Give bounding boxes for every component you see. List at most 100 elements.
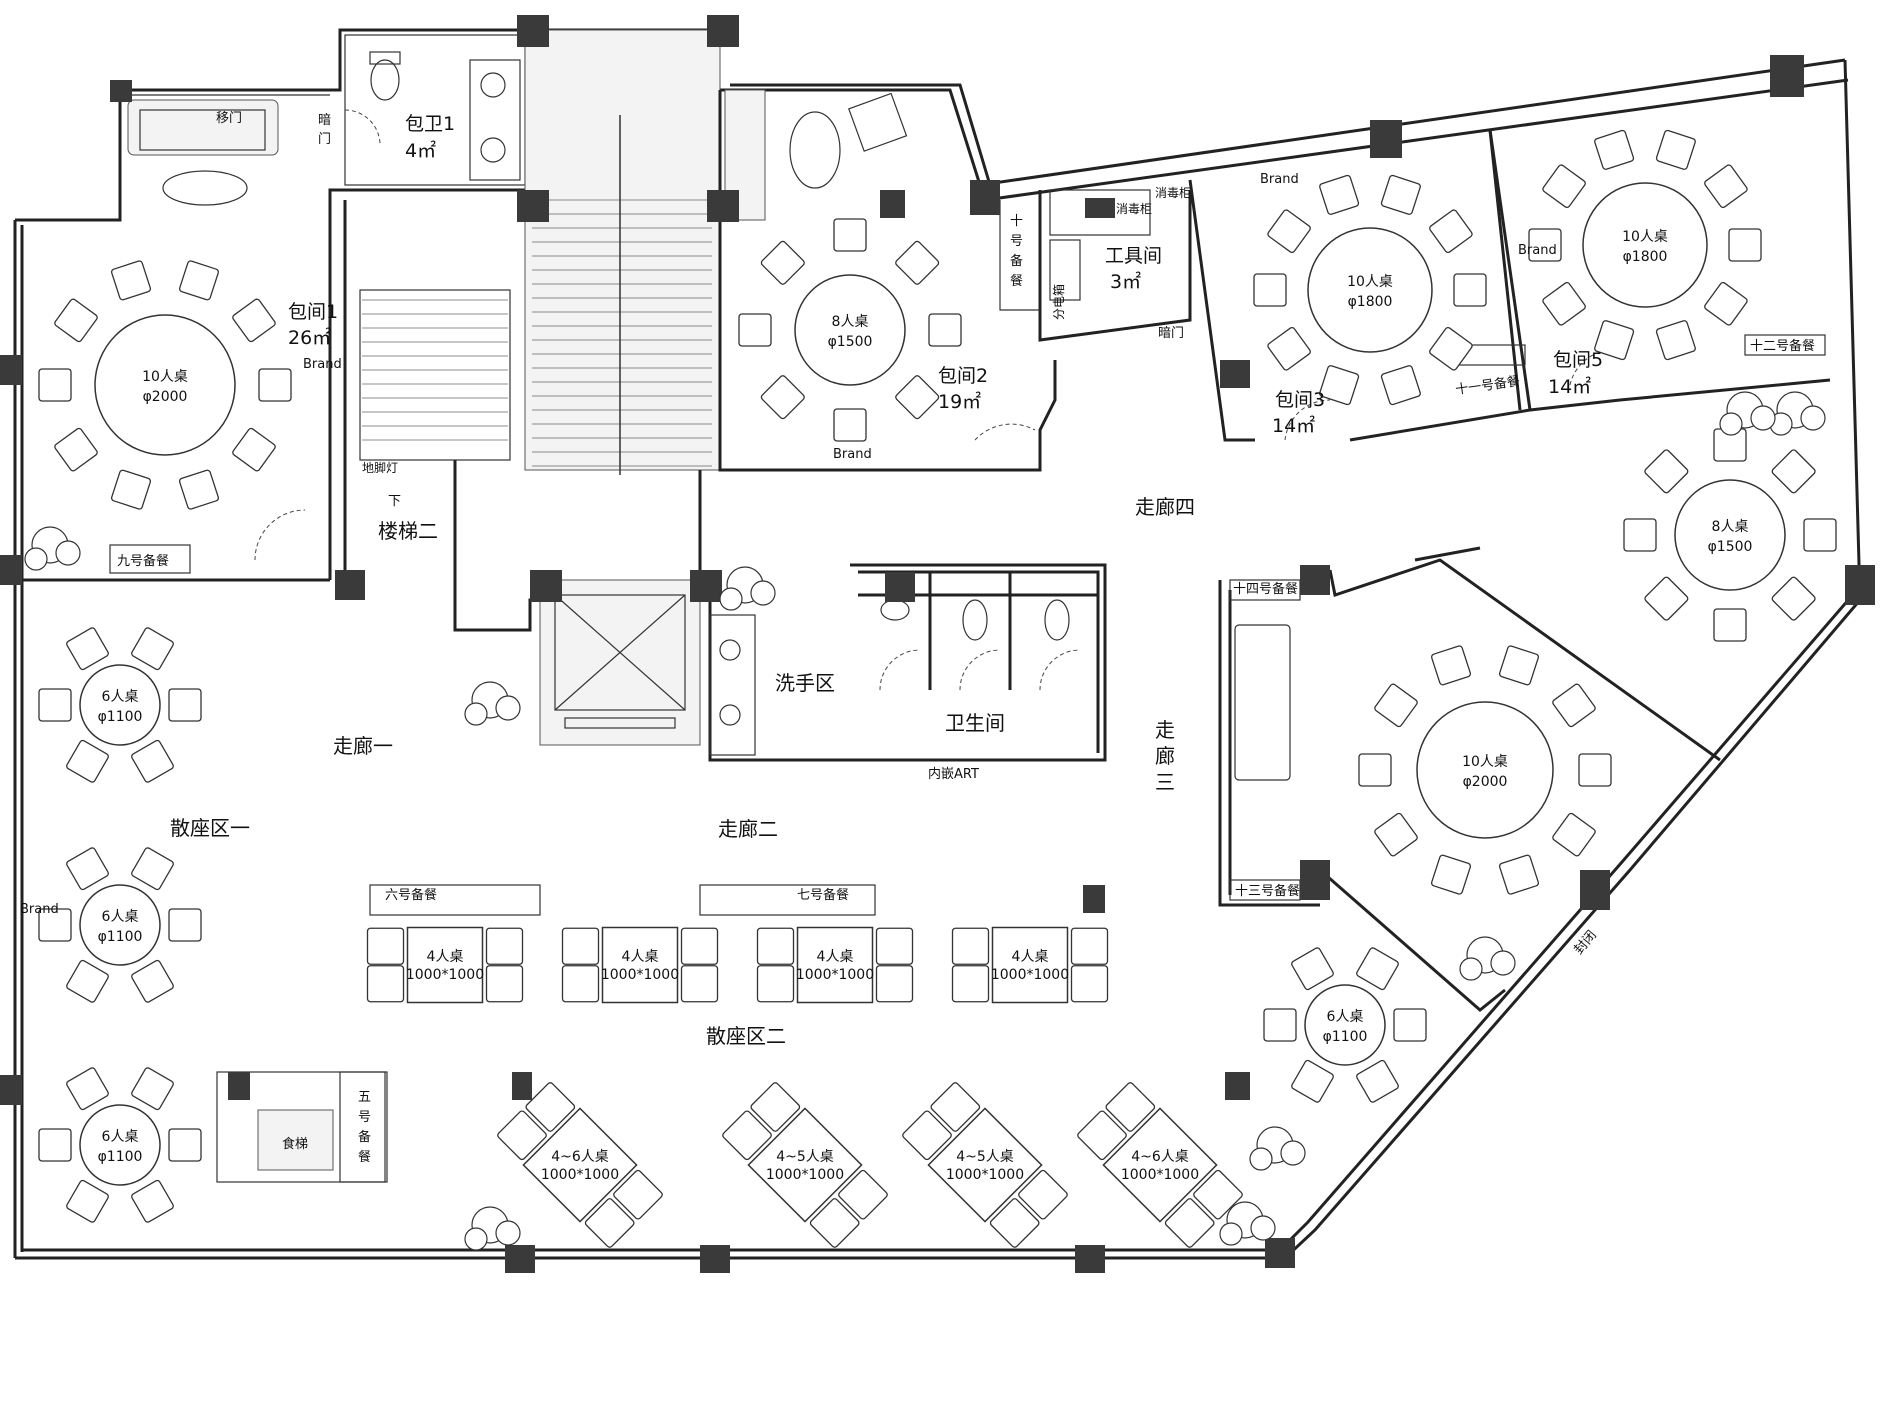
station-10-char-4: 餐 xyxy=(1010,273,1023,289)
station-7-label: 七号备餐 xyxy=(797,887,849,903)
chair xyxy=(258,368,292,402)
chair xyxy=(66,847,109,891)
table-top xyxy=(1674,479,1786,591)
chair xyxy=(833,218,867,252)
room-3-name: 包间3 xyxy=(1275,389,1325,411)
seating-area-1-label: 散座区一 xyxy=(170,816,250,840)
table-label: 6人桌 xyxy=(102,909,139,925)
chair xyxy=(485,927,524,965)
station-9-label: 九号备餐 xyxy=(117,553,169,569)
table-label: 8人桌 xyxy=(832,314,869,330)
chair xyxy=(1374,812,1418,857)
table-label: 4人桌 xyxy=(622,949,659,965)
chair xyxy=(1713,608,1747,642)
plants xyxy=(24,391,1826,1251)
chair xyxy=(1655,129,1696,170)
chair xyxy=(38,688,72,722)
column xyxy=(1770,55,1804,97)
table-top xyxy=(747,1107,863,1223)
tool-room-area: 3㎡ xyxy=(1110,270,1141,293)
plant xyxy=(1459,936,1516,981)
dumbwaiter-label: 食梯 xyxy=(282,1136,308,1152)
column xyxy=(1300,565,1330,595)
chair xyxy=(366,927,405,965)
room-1 xyxy=(15,94,525,582)
table-size: 1000*1000 xyxy=(991,967,1069,983)
chair xyxy=(66,739,109,783)
chair xyxy=(232,427,276,472)
chair xyxy=(875,965,914,1003)
chair xyxy=(168,908,202,942)
chair xyxy=(561,927,600,965)
table-label: 4~6人桌 xyxy=(551,1149,609,1165)
column xyxy=(1265,1238,1295,1268)
elevator xyxy=(539,579,701,746)
chair xyxy=(1655,320,1696,361)
column xyxy=(1083,885,1105,913)
corridor-4-label: 走廊四 xyxy=(1135,495,1195,519)
chair xyxy=(1542,281,1586,326)
column xyxy=(110,80,132,102)
chair xyxy=(680,927,719,965)
chair xyxy=(110,260,152,301)
table-top xyxy=(1307,227,1433,353)
table-top xyxy=(94,314,236,456)
hidden-door-label: 暗门 xyxy=(1158,326,1184,341)
chair xyxy=(1105,1082,1156,1132)
chair xyxy=(1193,1169,1243,1220)
chair xyxy=(1578,753,1612,787)
table-top xyxy=(794,274,906,386)
chair xyxy=(131,627,174,671)
brand-label-room5: Brand xyxy=(1518,243,1557,258)
labels: 包间1 26㎡ 包卫1 4㎡ 包间2 19㎡ 工具间 3㎡ 包间3 14㎡ 包间… xyxy=(20,111,1815,1165)
table-size: φ2000 xyxy=(143,389,188,405)
station-5-char-1: 五 xyxy=(358,1090,371,1105)
chair xyxy=(1358,753,1392,787)
chair xyxy=(1380,365,1421,406)
station-12-label: 十二号备餐 xyxy=(1750,338,1815,354)
chair xyxy=(168,1128,202,1162)
room-2-area: 19㎡ xyxy=(938,390,981,413)
column xyxy=(0,355,22,385)
hidden-door-char-1: 暗 xyxy=(318,113,331,128)
corridor-3-char-3: 三 xyxy=(1155,770,1175,794)
inlay-art-label: 内嵌ART xyxy=(928,766,979,782)
station-11-label: 十一号备餐 xyxy=(1454,373,1521,398)
room-1-name: 包间1 xyxy=(288,301,338,323)
stair-2-label: 楼梯二 xyxy=(378,519,438,543)
station-10-char-1: 十 xyxy=(1010,214,1023,229)
square-table xyxy=(951,926,1109,1004)
chair xyxy=(951,965,990,1003)
private-bathroom-1 xyxy=(344,34,526,186)
chair xyxy=(1319,365,1360,406)
table-label: 8人桌 xyxy=(1712,519,1749,535)
table-size: φ1100 xyxy=(98,929,143,945)
chair xyxy=(1771,449,1816,494)
station-5-char-4: 餐 xyxy=(358,1149,371,1165)
column xyxy=(517,190,549,222)
chair xyxy=(760,375,805,420)
table-size: 1000*1000 xyxy=(796,967,874,983)
chair xyxy=(1164,1198,1215,1248)
chair xyxy=(1542,164,1586,209)
chair xyxy=(66,1179,109,1223)
chair xyxy=(525,1082,576,1132)
column xyxy=(1075,1245,1105,1273)
chair xyxy=(1644,576,1689,621)
chair xyxy=(1498,854,1540,895)
chair xyxy=(756,965,795,1003)
bath-1-name: 包卫1 xyxy=(405,113,455,135)
brand-label-room3: Brand xyxy=(1260,172,1299,187)
chair xyxy=(1018,1169,1068,1220)
chair xyxy=(232,298,276,343)
table-top xyxy=(1102,1107,1218,1223)
chair xyxy=(1528,228,1562,262)
chair xyxy=(1393,1008,1427,1042)
floor-light-label: 地脚灯 xyxy=(362,460,398,475)
chair xyxy=(809,1198,860,1248)
